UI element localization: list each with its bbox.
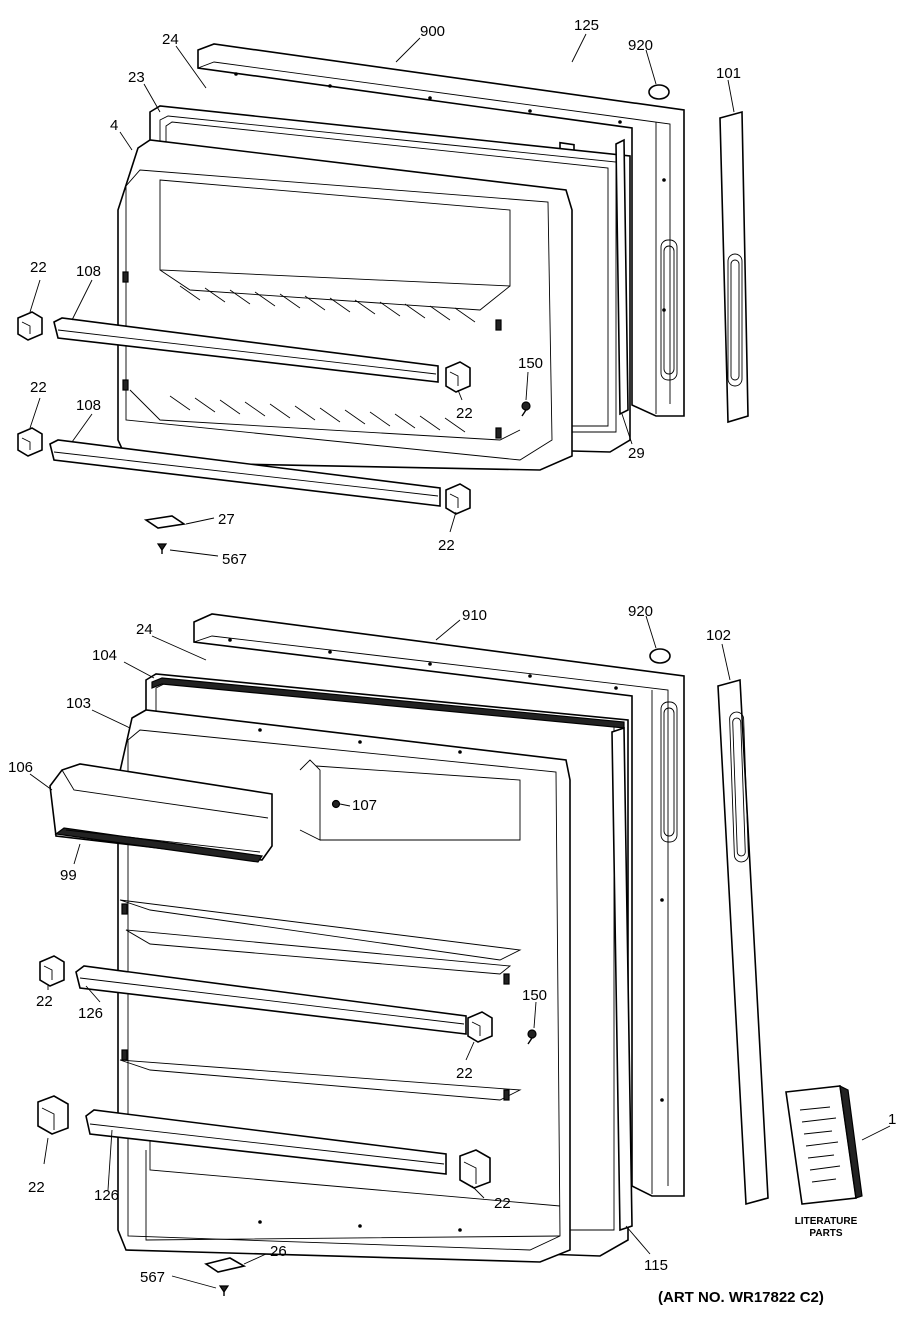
bracket-clip-22-b [17, 427, 43, 457]
bottom-leader-lines [29, 615, 891, 1289]
label-126-b: 126 [94, 1187, 119, 1204]
label-567-bottom: 567 [140, 1269, 165, 1286]
label-125: 125 [574, 17, 599, 34]
screw-567 [156, 543, 168, 554]
plug-920-bottom [649, 648, 671, 664]
bracket-clip-22-g [37, 1095, 69, 1135]
label-26: 26 [270, 1243, 287, 1260]
literature-parts-booklet [785, 1084, 863, 1205]
label-22-top-a: 22 [30, 259, 47, 276]
label-126-a: 126 [78, 1005, 103, 1022]
bracket-clip-22-e [39, 955, 65, 987]
label-99: 99 [60, 867, 77, 884]
dairy-door-106 [49, 763, 273, 863]
bolt-107 [331, 799, 341, 809]
label-115: 115 [644, 1257, 668, 1274]
hinge-26 [204, 1257, 247, 1273]
literature-label-line2: PARTS [809, 1228, 842, 1239]
shelf-bar-126-lower [85, 1109, 447, 1175]
label-22-bottom-c: 22 [28, 1179, 45, 1196]
label-567-top: 567 [222, 551, 247, 568]
literature-label-line1: LITERATURE [795, 1216, 858, 1227]
label-920-bottom: 920 [628, 603, 653, 620]
label-101: 101 [716, 65, 741, 82]
handle-trim-101 [719, 110, 749, 424]
outer-door-panel-910 [193, 613, 685, 1197]
label-103: 103 [66, 695, 91, 712]
shelf-bar-126-upper [75, 965, 467, 1035]
door-liner-4 [117, 139, 573, 471]
label-27: 27 [218, 511, 235, 528]
label-107: 107 [352, 797, 377, 814]
label-104: 104 [92, 647, 117, 664]
label-108-top-b: 108 [76, 397, 101, 414]
top-leader-lines [29, 33, 735, 557]
fresh-food-door-assembly: 910 920 102 24 104 103 106 107 99 22 126… [8, 603, 896, 1296]
label-106: 106 [8, 759, 33, 776]
label-1: 1 [888, 1111, 896, 1128]
hinge-27 [143, 515, 187, 529]
label-24-top: 24 [162, 31, 179, 48]
screw-150 [521, 401, 531, 417]
label-150-bottom: 150 [522, 987, 547, 1004]
label-102: 102 [706, 627, 731, 644]
label-23: 23 [128, 69, 145, 86]
label-22-bottom-d: 22 [494, 1195, 511, 1212]
outer-door-panel-900 [197, 43, 685, 417]
freezer-door-assembly: 900 125 920 101 24 23 4 22 108 22 108 15… [17, 17, 749, 568]
screw-150-bottom [527, 1029, 537, 1045]
bracket-clip-22-f [467, 1011, 493, 1043]
label-22-top-d: 22 [438, 537, 455, 554]
label-29: 29 [628, 445, 645, 462]
handle-trim-102 [717, 678, 769, 1206]
plug-920 [648, 84, 670, 100]
label-24-bottom: 24 [136, 621, 153, 638]
label-22-top-c: 22 [456, 405, 473, 422]
label-900: 900 [420, 23, 445, 40]
label-22-top-b: 22 [30, 379, 47, 396]
label-150-top: 150 [518, 355, 543, 372]
label-920-top: 920 [628, 37, 653, 54]
label-22-bottom-b: 22 [456, 1065, 473, 1082]
gasket-strip-29 [615, 138, 629, 416]
screw-567-bottom [218, 1285, 230, 1296]
gasket-strip-115 [611, 726, 633, 1232]
bracket-clip-22-c [445, 361, 471, 393]
label-4: 4 [110, 117, 118, 134]
shelf-bar-108-upper [53, 317, 439, 383]
art-number-caption: (ART NO. WR17822 C2) [658, 1289, 824, 1306]
label-22-bottom-a: 22 [36, 993, 53, 1010]
shelf-bar-108-lower [49, 439, 441, 507]
label-910: 910 [462, 607, 487, 624]
label-108-top-a: 108 [76, 263, 101, 280]
bracket-clip-22-d [445, 483, 471, 515]
bracket-clip-22-a [17, 311, 43, 341]
bracket-clip-22-h [459, 1149, 491, 1189]
